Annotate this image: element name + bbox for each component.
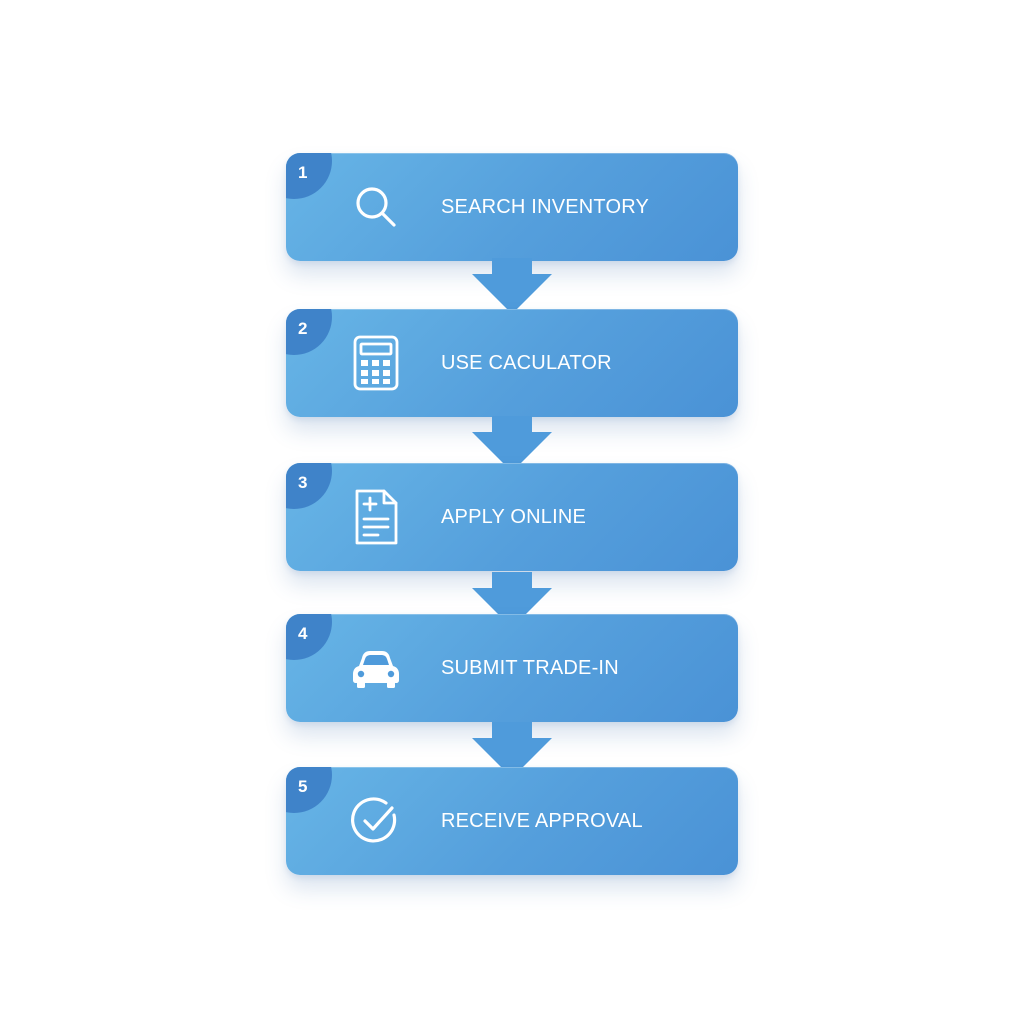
step-number: 4 (298, 624, 308, 643)
document-icon (348, 489, 404, 545)
step-search-inventory[interactable]: 1 SEARCH INVENTORY (286, 153, 738, 261)
step-label: SUBMIT TRADE-IN (441, 657, 619, 679)
search-icon (348, 179, 404, 235)
step-number-badge (286, 614, 332, 660)
car-icon (348, 640, 404, 696)
down-arrow-icon (472, 722, 552, 778)
step-number: 3 (298, 473, 308, 492)
step-receive-approval[interactable]: 5 RECEIVE APPROVAL (286, 767, 738, 875)
step-number: 2 (298, 319, 308, 338)
calculator-icon (348, 335, 404, 391)
step-label: SEARCH INVENTORY (441, 196, 650, 218)
step-number-badge (286, 309, 332, 355)
check-circle-icon (348, 793, 404, 849)
step-apply-online[interactable]: 3 APPLY ONLINE (286, 463, 738, 571)
step-label: RECEIVE APPROVAL (441, 810, 643, 832)
step-label: USE CACULATOR (441, 352, 612, 374)
step-number-badge (286, 463, 332, 509)
down-arrow-icon (472, 416, 552, 472)
step-use-calculator[interactable]: 2 USE CACULATOR (286, 309, 738, 417)
step-submit-trade-in[interactable]: 4 SUBMIT TRADE-IN (286, 614, 738, 722)
step-number-badge (286, 153, 332, 199)
down-arrow-icon (472, 572, 552, 628)
step-number: 1 (298, 163, 308, 182)
down-arrow-icon (472, 258, 552, 314)
step-number-badge (286, 767, 332, 813)
step-number: 5 (298, 777, 308, 796)
step-label: APPLY ONLINE (441, 506, 587, 528)
